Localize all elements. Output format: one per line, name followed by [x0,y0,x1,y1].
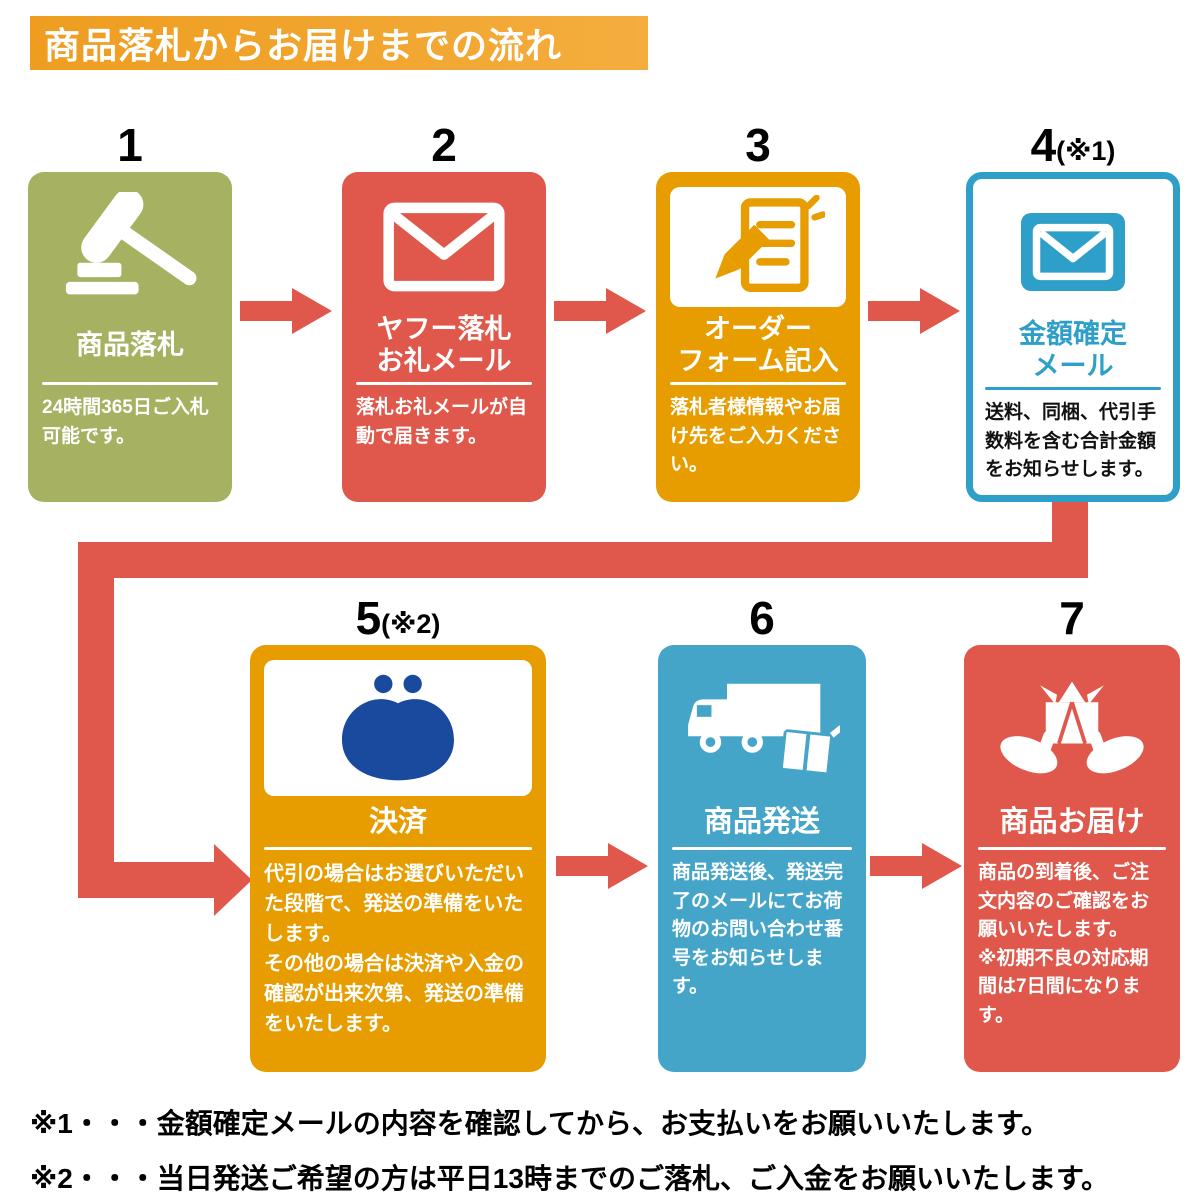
step-6-title: 商品発送 [703,805,820,838]
step-1-card: 商品落札 24時間365日ご入札可能です。 [28,172,232,502]
title-underline [985,387,1161,390]
icon-panel [264,659,532,797]
step-2: 2 ヤフー落札 お礼メール 落札お礼メールが自動で届きます。 [342,112,546,502]
title-underline [672,847,852,850]
step-7-card: 商品お届け 商品の到着後、ご注文内容のご確認をお願いいたします。 ※初期不良の対… [964,645,1180,1072]
step-1: 1 商品落札 24時間365日ご入札可能です。 [28,112,232,502]
step-2-number: 2 [431,119,457,171]
step-4-number: 4(※1) [1030,119,1116,171]
step-5-number: 5(※2) [355,592,441,644]
step-3-card: オーダー フォーム記入 落札者様情報やお届け先をご入力ください。 [656,172,860,502]
step-3: 3 [656,112,860,502]
step-6-description: 商品発送後、発送完了のメールにてお荷物のお問い合わせ番号をお知らせします。 [672,862,844,997]
step-5-note-ref: (※2) [381,609,441,639]
title-underline [264,847,532,850]
step-1-description: 24時間365日ご入札可能です。 [42,397,209,447]
flow-connector-into-step5 [78,862,214,898]
step-5: 5(※2) 決済 代引の場合はお選びいただいた段階で、発送の準備をいたします。 … [250,585,546,1072]
step-2-description: 落札お礼メールが自動で届きます。 [356,397,528,447]
step-4-description: 送料、同梱、代引手数料を含む合計金額をお知らせします。 [985,402,1157,480]
step-4-card: 金額確定 メール 送料、同梱、代引手数料を含む合計金額をお知らせします。 [966,172,1180,502]
arrow-right-icon [868,288,960,334]
step-5-card: 決済 代引の場合はお選びいただいた段階で、発送の準備をいたします。 その他の場合… [250,645,546,1072]
order-form-icon [670,184,846,310]
footnote-2: ※2・・・当日発送ご希望の方は平日13時までのご落札、ご入金をお願いいたします。 [30,1163,1110,1194]
arrow-right-icon [556,843,648,889]
delivery-hands-icon [978,657,1166,799]
step-1-title: 商品落札 [76,329,184,360]
step-1-number: 1 [117,119,143,171]
step-7: 7 商品お届け 商品 [964,585,1180,1072]
coin-purse-icon [264,657,532,799]
step-3-title: オーダー フォーム記入 [677,313,839,376]
step-3-number: 3 [745,119,771,171]
flow-connector-left-down [78,542,114,898]
title-underline [356,382,532,385]
truck-icon [672,657,852,799]
icon-panel [670,186,846,308]
step-6: 6 商品発送 商品発 [658,585,866,1072]
step-4-note-ref: (※1) [1056,136,1116,166]
mail-icon [356,184,532,310]
step-7-description: 商品の到着後、ご注文内容のご確認をお願いいたします。 ※初期不良の対応期間は7日… [978,862,1150,1026]
title-underline [42,382,218,385]
page-title: 商品落札からお届けまでの流れ [44,25,563,66]
mail-badge [1021,213,1125,291]
footnote-1: ※1・・・金額確定メールの内容を確認してから、お支払いをお願いいたします。 [30,1108,1050,1139]
flow-connector-across [78,542,1088,578]
gavel-icon [42,184,218,310]
step-7-number: 7 [1059,592,1085,644]
step-5-title: 決済 [368,805,427,838]
step-2-card: ヤフー落札 お礼メール 落札お礼メールが自動で届きます。 [342,172,546,502]
step-4: 4(※1) 金額確定 メール 送料、同梱、代引手数料を含む合計金額をお知らせしま… [966,112,1180,502]
arrow-right-icon [240,288,332,334]
flow-arrowhead-icon [214,844,252,916]
header-banner: 商品落札からお届けまでの流れ [30,16,648,70]
title-underline [670,382,846,385]
title-underline [978,847,1166,850]
step-3-description: 落札者様情報やお届け先をご入力ください。 [670,397,842,475]
package-box-icon [775,718,840,776]
step-4-title: 金額確定 メール [1019,318,1127,381]
step-6-number: 6 [749,592,775,644]
step-5-description: 代引の場合はお選びいただいた段階で、発送の準備をいたします。 その他の場合は決済… [264,863,524,1035]
arrow-right-icon [870,843,962,889]
step-2-title: ヤフー落札 お礼メール [376,313,512,376]
step-6-card: 商品発送 商品発送後、発送完了のメールにてお荷物のお問い合わせ番号をお知らせしま… [658,645,866,1072]
step-7-title: 商品お届け [999,805,1145,838]
arrow-right-icon [554,288,646,334]
price-mail-icon [985,189,1161,315]
